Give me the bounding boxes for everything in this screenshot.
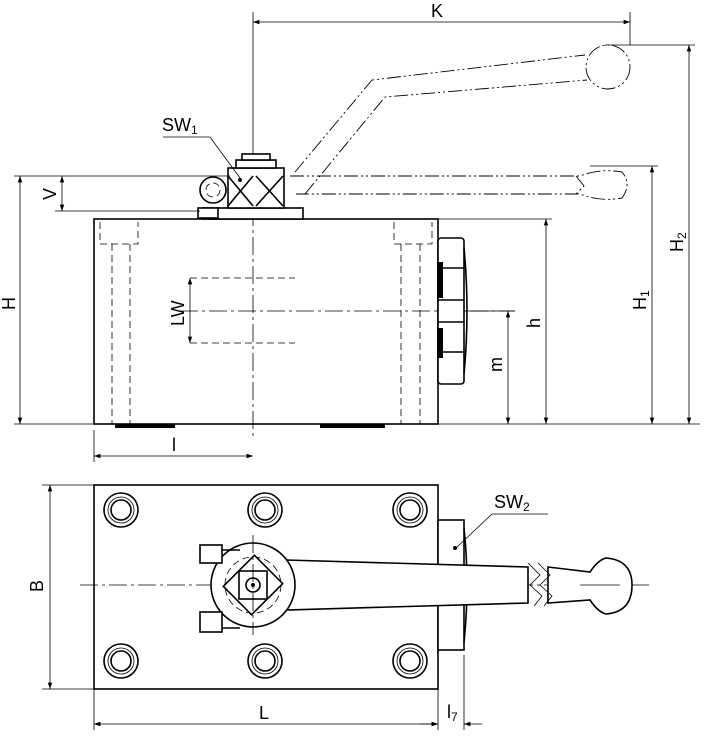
handle-phantom-closed <box>290 170 628 200</box>
label-h-total: H <box>0 297 19 310</box>
valve-body <box>93 218 439 425</box>
stem-boss <box>199 542 296 633</box>
front-dimensions <box>14 12 700 462</box>
label-lw: LW <box>168 300 188 326</box>
handle-phantom-open <box>294 44 631 195</box>
hidden-bolt-holes <box>99 222 433 424</box>
bolt-hole-tl <box>103 492 139 528</box>
hidden-bore <box>190 277 295 344</box>
label-b: B <box>27 580 47 592</box>
label-k: K <box>431 1 443 21</box>
dimension-labels: K SW1 V H LW m h H1 H2 l B SW2 L l7 <box>0 1 689 724</box>
label-h2: H2 <box>667 232 689 252</box>
side-plug <box>437 237 468 385</box>
label-m: m <box>486 357 506 372</box>
top-dimensions <box>42 484 548 730</box>
label-l-small: l <box>172 435 176 455</box>
bolt-hole-br <box>392 643 428 679</box>
label-v: V <box>40 188 60 200</box>
label-sw1: SW1 <box>162 115 198 137</box>
base-foot-right <box>320 424 385 428</box>
handle-top <box>285 557 633 615</box>
stem-housing <box>197 153 304 220</box>
label-sw2: SW2 <box>494 492 530 514</box>
base-foot-left <box>115 424 175 428</box>
label-l-length: L <box>259 703 269 723</box>
top-view <box>80 484 650 690</box>
label-l7: l7 <box>447 702 458 724</box>
bolt-hole-tc <box>247 492 283 528</box>
bolt-hole-tr <box>392 492 428 528</box>
label-h-body: h <box>524 318 544 328</box>
label-h1: H1 <box>630 290 652 310</box>
bolt-hole-bl <box>103 643 139 679</box>
bolt-hole-bc <box>247 643 283 679</box>
front-view <box>93 44 631 440</box>
